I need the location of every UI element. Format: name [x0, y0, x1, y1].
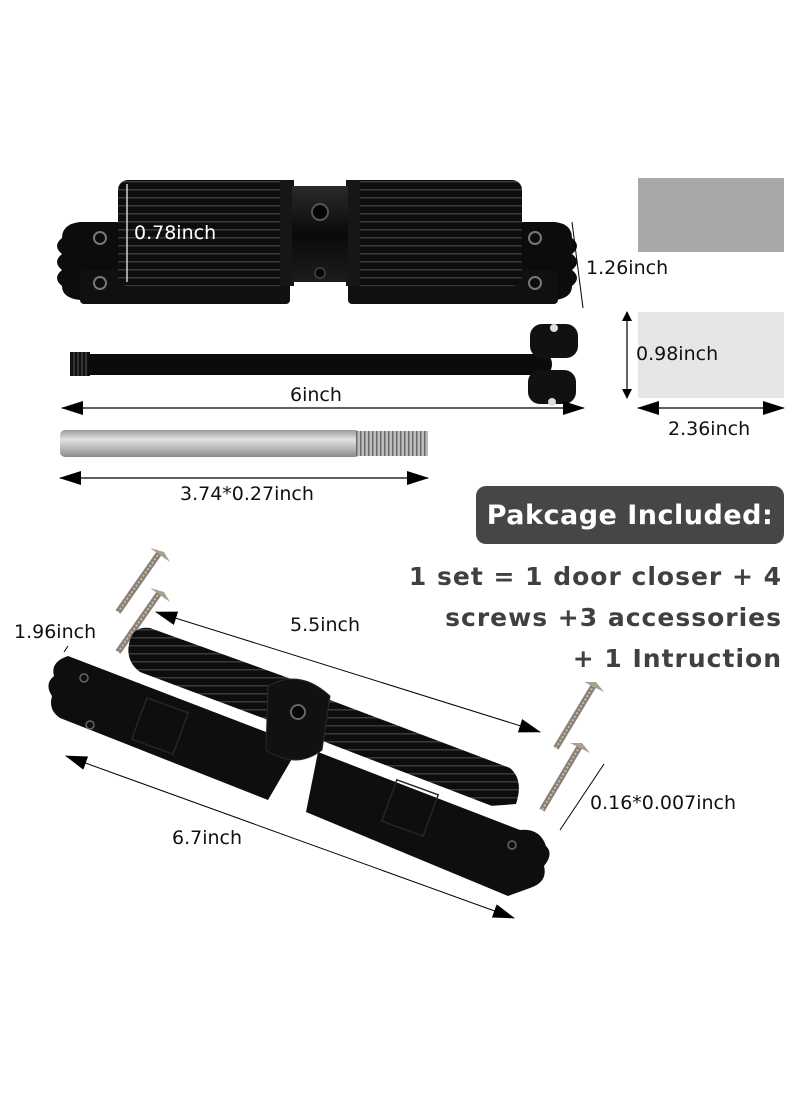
- dim-label-screw-size: 0.16*0.007inch: [590, 792, 737, 814]
- screw: [553, 682, 604, 750]
- dim-label-body-length: 5.5inch: [290, 614, 361, 636]
- package-title-badge: Pakcage Included:: [476, 486, 784, 544]
- door-closer-angled-view: [48, 627, 550, 896]
- dim-label-arm-length: 6inch: [290, 384, 342, 406]
- package-line-2: screws +3 accessories: [445, 603, 782, 632]
- package-line-3: + 1 Intruction: [572, 644, 782, 673]
- screw: [115, 588, 170, 654]
- screw: [115, 548, 170, 614]
- pad-light: [638, 312, 784, 398]
- dim-label-closer-diameter: 0.78inch: [134, 222, 217, 244]
- dim-label-pad-height: 0.98inch: [636, 343, 719, 365]
- dim-label-total-length: 6.7inch: [172, 827, 243, 849]
- dim-label-pad-width: 2.36inch: [668, 418, 751, 440]
- dim-label-pin-size: 3.74*0.27inch: [180, 483, 314, 505]
- dim-label-plate-height: 1.26inch: [586, 257, 669, 279]
- package-line-1: 1 set = 1 door closer + 4: [408, 562, 782, 591]
- door-closer-top-view: [57, 180, 577, 304]
- dim-label-angled-width: 1.96inch: [14, 621, 97, 643]
- pad-dark: [638, 178, 784, 252]
- closer-arm: [70, 324, 578, 406]
- steel-pin: [60, 430, 428, 457]
- dim-line-1-26: [571, 221, 584, 309]
- screw: [539, 743, 590, 812]
